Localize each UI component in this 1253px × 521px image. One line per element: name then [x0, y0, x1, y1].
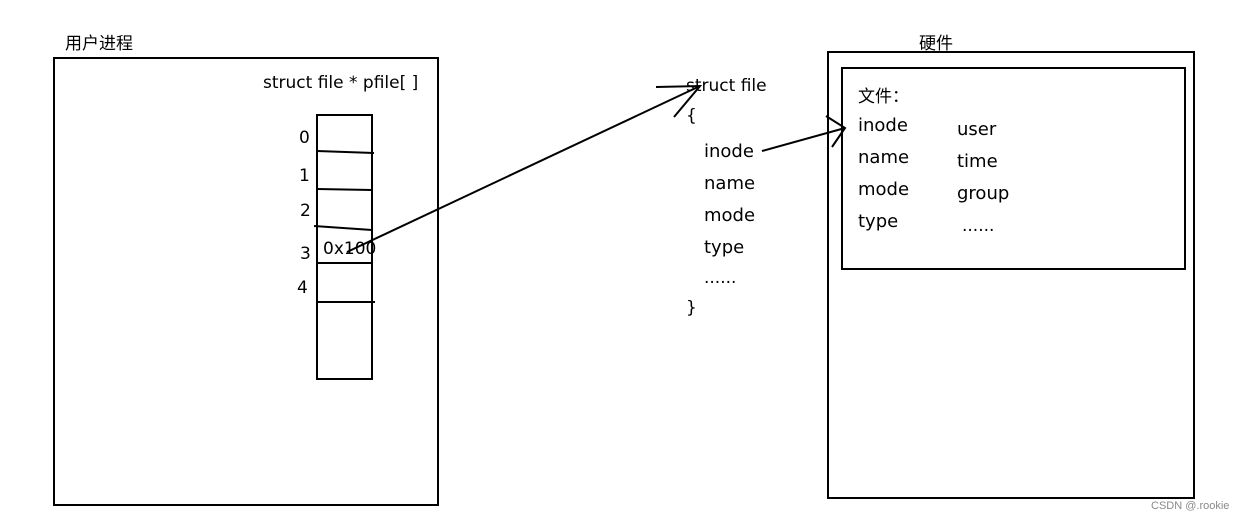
watermark: CSDN @.rookie [1151, 500, 1230, 512]
struct-field: inode [704, 141, 754, 162]
file-field: name [858, 147, 910, 168]
struct-field: name [704, 173, 756, 194]
file-field: mode [858, 179, 910, 200]
struct-field: type [704, 237, 745, 258]
struct-field: ...... [704, 268, 737, 288]
file-field: ...... [962, 216, 995, 236]
array-label: struct file * pfile[ ] [263, 73, 419, 93]
arrow-inode-to-file [761, 127, 846, 152]
index-label: 3 [300, 244, 311, 264]
index-label: 4 [297, 278, 308, 298]
file-box [841, 67, 1186, 270]
struct-field: mode [704, 205, 756, 226]
array-divider [313, 225, 373, 231]
index-label: 1 [299, 166, 310, 186]
index-label: 0 [299, 128, 310, 148]
arrow-pfile-to-struct [346, 85, 701, 253]
array-divider [316, 150, 375, 154]
hardware-box [827, 51, 1195, 499]
slot-value: 0x100 [323, 239, 377, 259]
pfile-array [316, 114, 373, 380]
arrowhead [655, 84, 703, 118]
close-brace: } [686, 298, 697, 318]
file-field: time [957, 151, 998, 172]
open-brace: { [686, 106, 697, 126]
file-field: inode [858, 115, 908, 136]
index-label: 2 [300, 201, 311, 221]
file-field: user [957, 119, 997, 140]
array-divider [316, 188, 373, 191]
arrowhead [825, 115, 847, 148]
hardware-title: 硬件 [919, 34, 953, 54]
process-title: 用户进程 [65, 34, 133, 54]
process-box [53, 57, 439, 506]
file-label: 文件： [858, 87, 909, 107]
file-field: type [858, 211, 899, 232]
file-field: group [957, 183, 1010, 204]
struct-header: struct file [686, 76, 767, 96]
